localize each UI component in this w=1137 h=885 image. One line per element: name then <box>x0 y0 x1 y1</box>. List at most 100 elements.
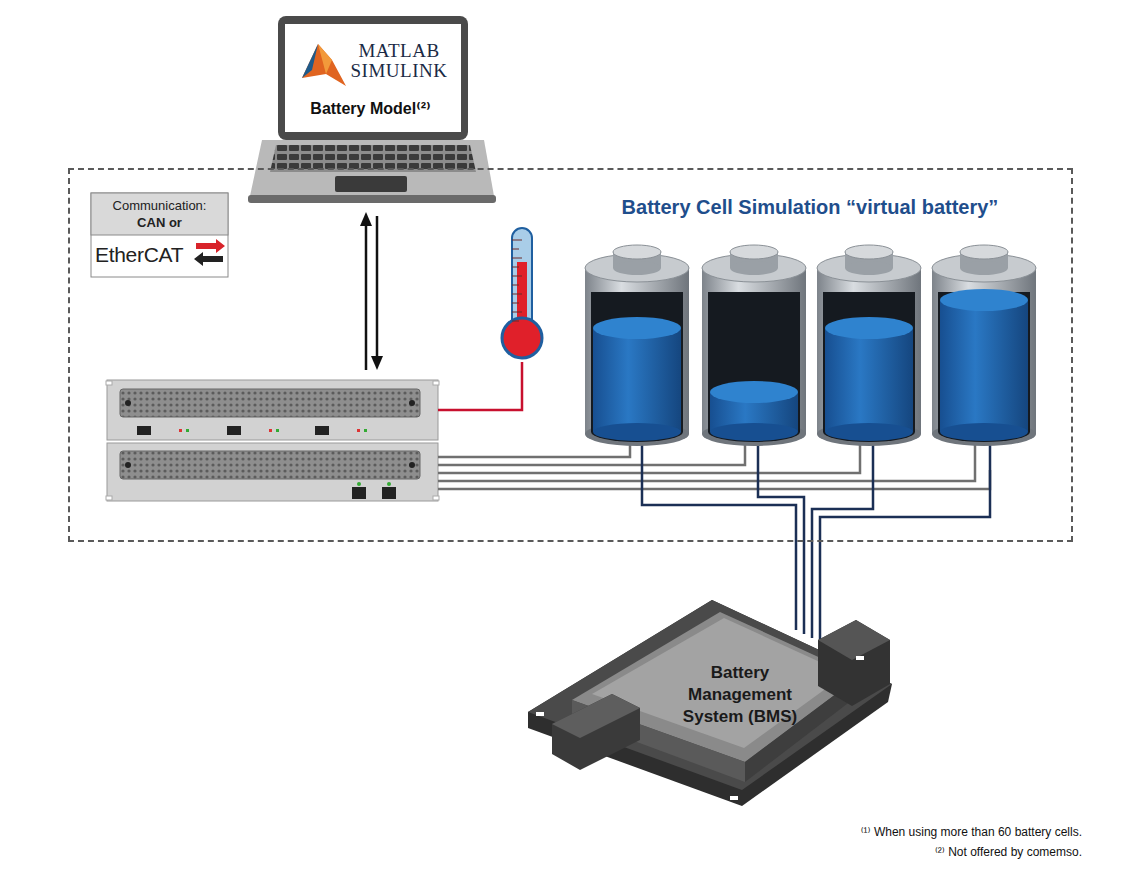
communication-box <box>91 193 228 277</box>
battery-cells <box>823 292 915 432</box>
simulator-rack <box>433 381 439 385</box>
thermometer <box>512 249 519 250</box>
battery-cells <box>702 268 806 434</box>
battery-cells <box>593 328 681 432</box>
sense-wires <box>438 442 745 465</box>
sense-wires <box>438 442 990 489</box>
bms-housing <box>552 694 640 770</box>
thermometer <box>512 303 519 304</box>
laptop <box>302 44 346 86</box>
battery-cells <box>593 317 681 339</box>
bms-housing <box>730 796 738 800</box>
sense-wires <box>438 442 975 481</box>
simulator-rack <box>137 426 151 435</box>
simulator-rack <box>186 429 189 432</box>
simulator-rack <box>315 426 329 435</box>
thermometer <box>438 362 522 410</box>
simulator-rack <box>125 462 131 468</box>
battery-cells <box>585 245 1036 446</box>
bms-housing <box>528 600 892 806</box>
simulator-rack <box>186 429 367 432</box>
battery-cells <box>940 289 1028 311</box>
thermometer <box>512 294 522 295</box>
laptop-screen: MATLAB SIMULINK Battery Model⁽²⁾ <box>283 25 458 130</box>
simulator-rack <box>227 426 241 435</box>
battery-cells <box>845 261 893 275</box>
simulator-rack <box>120 451 420 479</box>
battery-cells <box>960 245 1008 259</box>
bms-label: Battery Management System (BMS) <box>660 662 820 728</box>
software-logo: MATLAB SIMULINK <box>343 41 455 81</box>
laptop <box>278 16 468 140</box>
bms-housing <box>536 712 544 716</box>
simulator-rack <box>269 429 272 432</box>
thermometer <box>512 267 519 268</box>
thermometer <box>502 318 542 358</box>
battery-cells <box>613 245 661 259</box>
battery-cells <box>932 268 1036 434</box>
simulator-rack <box>357 482 361 486</box>
simulator-rack <box>107 443 438 501</box>
battery-cells <box>817 268 921 434</box>
bms-wires <box>758 440 804 634</box>
simulator-rack <box>409 462 415 468</box>
data-link-arrows <box>365 222 368 370</box>
thermometer <box>438 228 542 410</box>
thermometer <box>512 285 519 286</box>
battery-cells <box>938 292 1030 432</box>
simulator-rack <box>364 429 367 432</box>
simulator-rack <box>106 381 439 500</box>
bms-housing <box>856 656 864 660</box>
simulator-rack <box>387 482 391 486</box>
ethercat-logo: EtherCAT <box>95 243 191 267</box>
model-label: Battery Model⁽²⁾ <box>283 99 458 118</box>
data-link-arrows <box>371 356 383 370</box>
battery-cells <box>591 292 683 432</box>
footnote: ⁽²⁾ Not offered by comemso. <box>935 845 1082 859</box>
comm-protocol: CAN or <box>91 215 228 230</box>
simulator-rack <box>120 389 420 417</box>
communication-box: Communication: CAN or EtherCAT <box>91 193 228 277</box>
thermometer <box>512 312 522 313</box>
battery-cells <box>845 245 893 259</box>
thermometer <box>512 240 522 321</box>
simulator-rack <box>357 429 360 432</box>
thermometer <box>512 321 519 322</box>
comm-label: Communication: <box>91 198 228 213</box>
battery-cells <box>593 423 681 441</box>
simulator-rack <box>106 380 439 501</box>
thermometer <box>512 276 522 277</box>
battery-cells <box>730 245 778 259</box>
battery-cells <box>825 423 913 441</box>
data-link-arrows <box>360 212 372 226</box>
bms-housing <box>764 606 772 610</box>
bms-box: Battery Management System (BMS) <box>660 662 820 742</box>
battery-cells <box>613 261 661 275</box>
battery-cells <box>710 381 798 403</box>
bms-housing <box>528 600 892 790</box>
bms-housing <box>552 694 640 738</box>
battery-cells <box>710 423 798 441</box>
data-link-arrows <box>360 212 383 370</box>
bms-housing <box>818 620 890 706</box>
communication-box <box>194 252 223 266</box>
sense-wires <box>438 442 860 473</box>
bms-housing <box>528 600 892 806</box>
data-link-arrows <box>376 216 379 360</box>
battery-cells <box>708 292 800 432</box>
simulator-rack <box>179 429 182 432</box>
thermometer <box>512 258 522 259</box>
simulator-rack <box>382 487 396 499</box>
bms-housing <box>536 606 864 800</box>
battery-cells <box>825 328 913 432</box>
battery-cells <box>730 261 778 275</box>
laptop <box>318 44 332 74</box>
region-title: Battery Cell Simulation “virtual battery… <box>622 196 999 219</box>
battery-cells <box>960 261 1008 275</box>
communication-box <box>91 193 228 277</box>
simulator-rack <box>125 400 131 406</box>
simulator-rack <box>107 380 438 440</box>
simulator-rack <box>106 496 112 500</box>
simulator-rack <box>409 400 415 406</box>
sense-wires <box>438 470 990 489</box>
